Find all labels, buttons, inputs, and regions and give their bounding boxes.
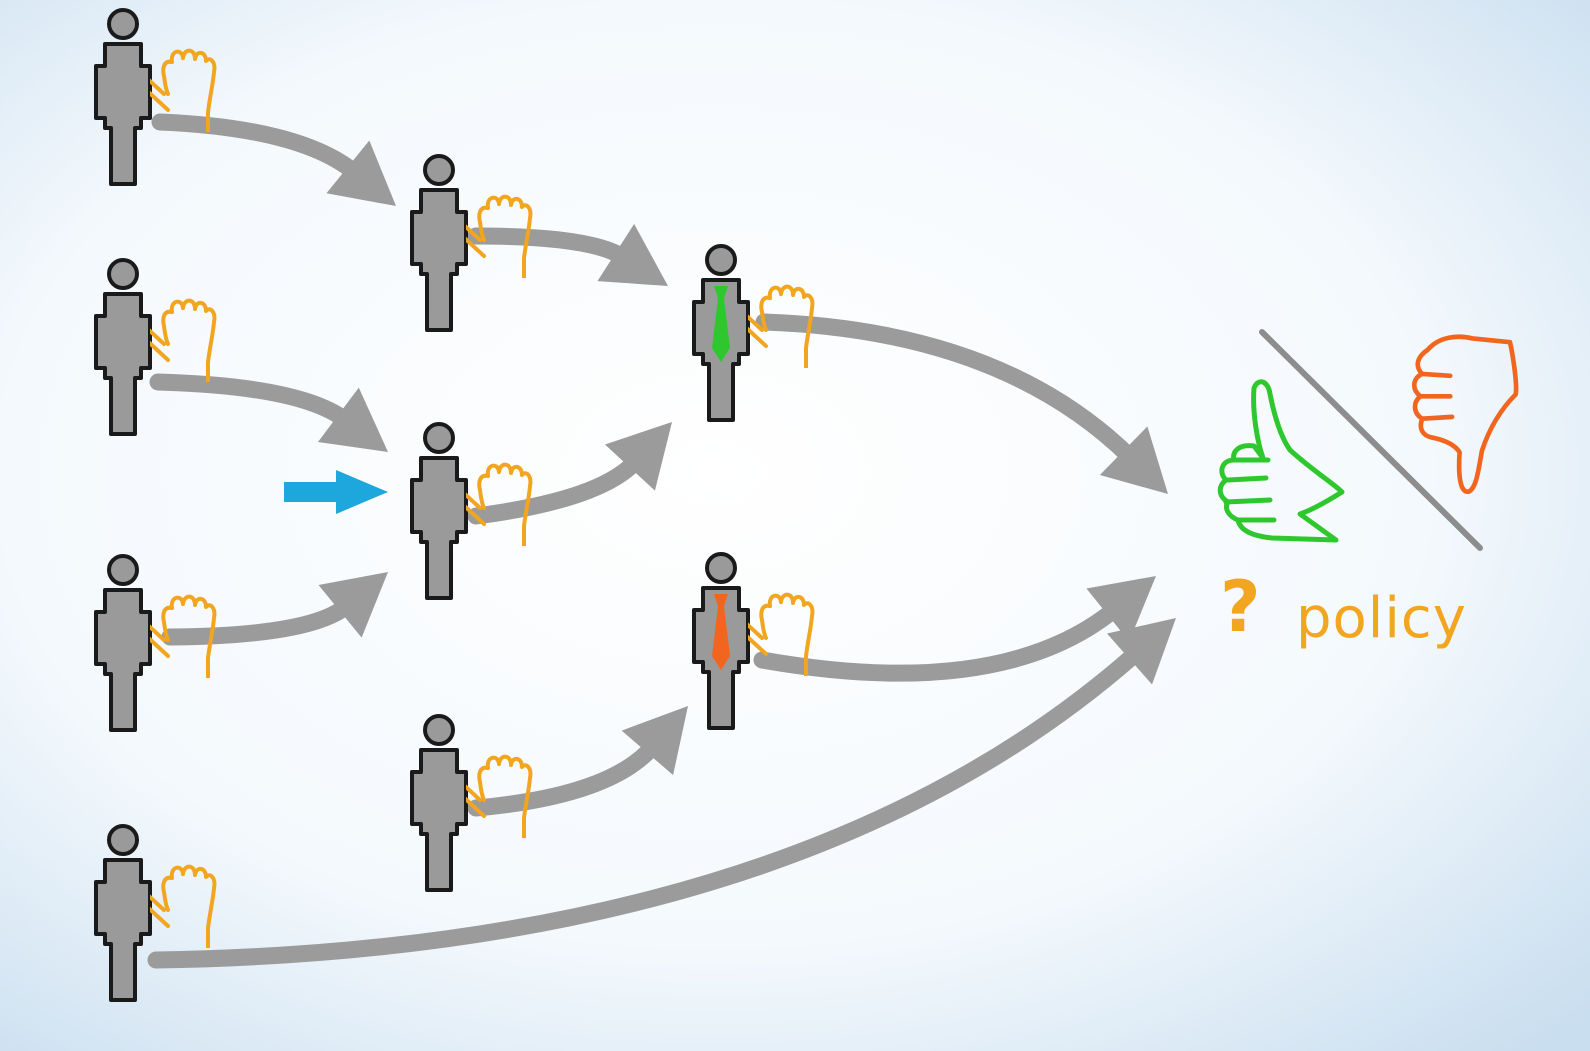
delegate-p10 bbox=[692, 552, 815, 730]
arrowhead-p6-p7 bbox=[597, 223, 668, 286]
delegation-link-p7-policy bbox=[755, 313, 1138, 465]
delegation-link-p8-p7 bbox=[467, 453, 644, 525]
delegation-link-p3-p8 bbox=[161, 597, 355, 646]
delegation-link-p4-policy bbox=[147, 645, 1145, 969]
arrowhead-p4-policy bbox=[1107, 618, 1176, 685]
pointer-arrow-icon bbox=[284, 470, 388, 514]
arrowhead-p10-policy bbox=[1086, 576, 1156, 642]
delegation-link-p9-p10 bbox=[467, 738, 662, 817]
delegation-link-p2-p8 bbox=[149, 373, 354, 429]
delegates bbox=[94, 8, 815, 1002]
delegation-links bbox=[147, 113, 1176, 969]
orange-tie-icon bbox=[712, 594, 730, 670]
arrowhead-p1-p6 bbox=[326, 140, 396, 206]
arrowhead-p8-p7 bbox=[604, 422, 672, 491]
green-tie-icon bbox=[712, 286, 730, 362]
question-mark-icon: ? bbox=[1220, 566, 1261, 648]
policy-label: policy bbox=[1296, 586, 1467, 651]
arrowhead-p9-p10 bbox=[621, 706, 688, 776]
delegate-p7 bbox=[692, 244, 815, 422]
delegation-link-p10-policy bbox=[753, 601, 1123, 682]
arrowhead-p3-p8 bbox=[318, 572, 388, 638]
delegation-link-p1-p6 bbox=[151, 113, 363, 181]
arrowhead-p7-policy bbox=[1099, 426, 1168, 494]
arrowhead-p2-p8 bbox=[318, 387, 388, 452]
divider-line bbox=[1259, 329, 1483, 551]
delegation-link-p6-p7 bbox=[467, 227, 632, 266]
